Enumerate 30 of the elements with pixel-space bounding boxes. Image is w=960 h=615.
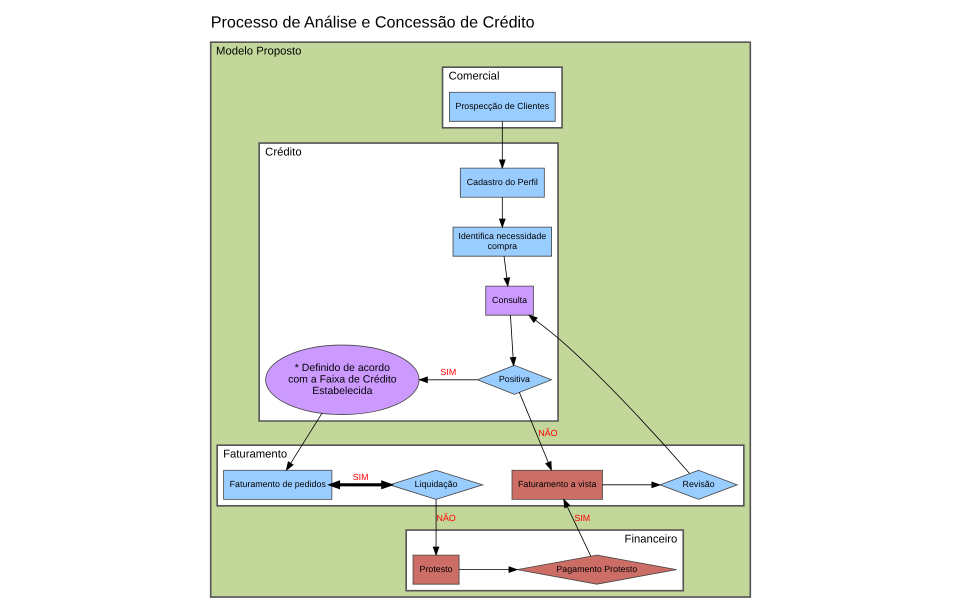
arrow: [528, 314, 690, 474]
arrow: [432, 498, 439, 556]
edge-label: NÃO: [538, 428, 558, 438]
node-box: Faturamento a vista: [511, 470, 602, 500]
edge-label: NÃO: [436, 513, 456, 524]
arrow: [518, 392, 552, 472]
arrow: [498, 196, 506, 228]
node-box: Cadastro do Perfil: [459, 168, 544, 198]
edge-label: SIM: [352, 472, 368, 482]
node-box: Identifica necessidade compra: [452, 226, 552, 257]
arrow: [509, 314, 516, 367]
node-box: Consulta: [484, 286, 534, 316]
arrow: [602, 481, 661, 488]
arrow: [502, 256, 510, 288]
edge-label: SIM: [440, 366, 456, 377]
arrow: [458, 566, 518, 574]
node-diamond: Pagamento Protesto: [516, 554, 677, 585]
arrow: [285, 412, 322, 472]
arrow: [498, 121, 506, 170]
arrow: [562, 498, 591, 557]
diagram-title: Processo de Análise e Concessão de Crédito: [210, 14, 534, 32]
edge-label: SIM: [574, 513, 590, 524]
node-box: Prospecção de Clientes: [448, 92, 556, 122]
arrow: [326, 480, 394, 490]
node-box: Faturamento de pedidos: [222, 470, 332, 500]
node-diamond: Revisão: [658, 470, 738, 500]
node-box: Protesto: [412, 554, 459, 585]
node-diamond: Positiva: [476, 364, 552, 395]
node-ellipse: * Definido de acordo com a Faixa de Crédito Estabelecida: [264, 344, 420, 415]
arrow: [418, 376, 478, 384]
